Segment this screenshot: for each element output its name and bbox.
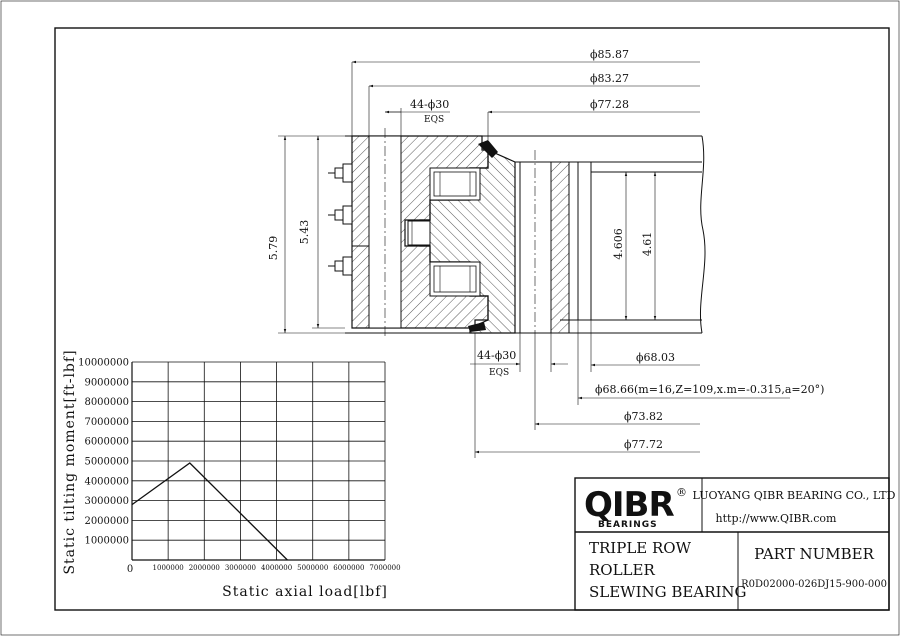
dim-holes-inner: 44-ϕ30: [477, 349, 516, 362]
dim-d1: ϕ85.87: [590, 48, 629, 61]
chart-x-tick-label: 0: [127, 564, 133, 575]
chart-xlabel: Static axial load[lbf]: [222, 584, 388, 600]
part-number-label: PART NUMBER: [754, 545, 874, 563]
upper-roller: [429, 167, 481, 201]
chart-x-tick-label: 2000000: [189, 564, 220, 572]
chart-y-tick-label: 6000000: [84, 437, 129, 448]
chart-series: [131, 462, 288, 561]
chart-x-tick-label: 3000000: [225, 564, 256, 572]
svg-text:QIBR: QIBR: [584, 485, 674, 525]
lower-roller: [429, 261, 481, 297]
title-line-3: SLEWING BEARING: [589, 583, 747, 601]
dim-holes-outer: 44-ϕ30: [410, 98, 449, 111]
chart-y-tick-label: 1000000: [84, 536, 129, 547]
radial-roller: [407, 220, 431, 246]
company-url: http://www.QIBR.com: [716, 512, 838, 525]
chart-x-tick-label: 6000000: [333, 564, 364, 572]
dim-height-inner: 5.43: [298, 220, 311, 245]
svg-text:®: ®: [676, 486, 687, 499]
dim-h-inner1: 4.606: [612, 228, 625, 260]
chart-x-tick-label: 4000000: [261, 564, 292, 572]
dim-d6: ϕ77.72: [624, 438, 663, 451]
dim-holes-inner-eqs: EQS: [489, 368, 509, 378]
chart-y-tick-label: 10000000: [78, 358, 129, 369]
title-block: QIBR ® BEARINGS LUOYANG QIBR BEARING CO.…: [574, 477, 896, 611]
chart-series-line: [131, 462, 288, 561]
chart-x-tick-label: 1000000: [153, 564, 184, 572]
chart-x-tick-label: 7000000: [369, 564, 400, 572]
company-name: LUOYANG QIBR BEARING CO., LTD: [693, 489, 896, 502]
upper-seal: [478, 140, 498, 158]
inner-bolt-hole: [519, 161, 552, 334]
chart-ticks: 0 1000000 2000000 3000000 4000000 5000000 6000…: [78, 358, 401, 576]
title-line-2: ROLLER: [589, 561, 655, 579]
dim-height-total: 5.79: [267, 236, 280, 261]
chart-y-tick-label: 7000000: [84, 417, 129, 428]
chart-y-tick-label: 5000000: [84, 457, 129, 468]
part-number: R0D02000-026DJ15-900-000: [741, 579, 887, 590]
chart-y-tick-label: 3000000: [84, 496, 129, 507]
dim-d5: ϕ73.82: [624, 410, 663, 423]
dim-holes-outer-eqs: EQS: [424, 115, 444, 125]
chart-x-tick-label: 5000000: [297, 564, 328, 572]
bolt-heads: [328, 163, 353, 276]
svg-text:BEARINGS: BEARINGS: [598, 520, 658, 530]
dim-d3: ϕ77.28: [590, 98, 629, 111]
sheet-border-inner: [54, 27, 890, 611]
qibr-logo: QIBR ® BEARINGS: [584, 485, 687, 530]
chart-y-tick-label: 9000000: [84, 377, 129, 388]
chart-y-tick-label: 2000000: [84, 516, 129, 527]
chart-y-tick-label: 4000000: [84, 476, 129, 487]
dim-d4: ϕ68.03: [636, 351, 675, 364]
load-chart: 0 1000000 2000000 3000000 4000000 5000000 6000…: [62, 349, 401, 600]
dim-d2: ϕ83.27: [590, 72, 629, 85]
cross-section: [328, 128, 706, 340]
chart-y-tick-label: 8000000: [84, 397, 129, 408]
lower-seal: [468, 322, 486, 332]
dimensions: ϕ85.87 ϕ83.27 44-ϕ30 EQS ϕ77.28 5.79 5.4…: [267, 48, 824, 458]
chart-ylabel: Static tilting moment[ft-lbf]: [62, 349, 78, 574]
chart-grid: [131, 361, 386, 561]
dim-gear: ϕ68.66(m=16,Z=109,x.m=-0.315,a=20°): [595, 383, 824, 396]
title-line-1: TRIPLE ROW: [589, 539, 692, 557]
dim-h-inner2: 4.61: [641, 232, 654, 257]
